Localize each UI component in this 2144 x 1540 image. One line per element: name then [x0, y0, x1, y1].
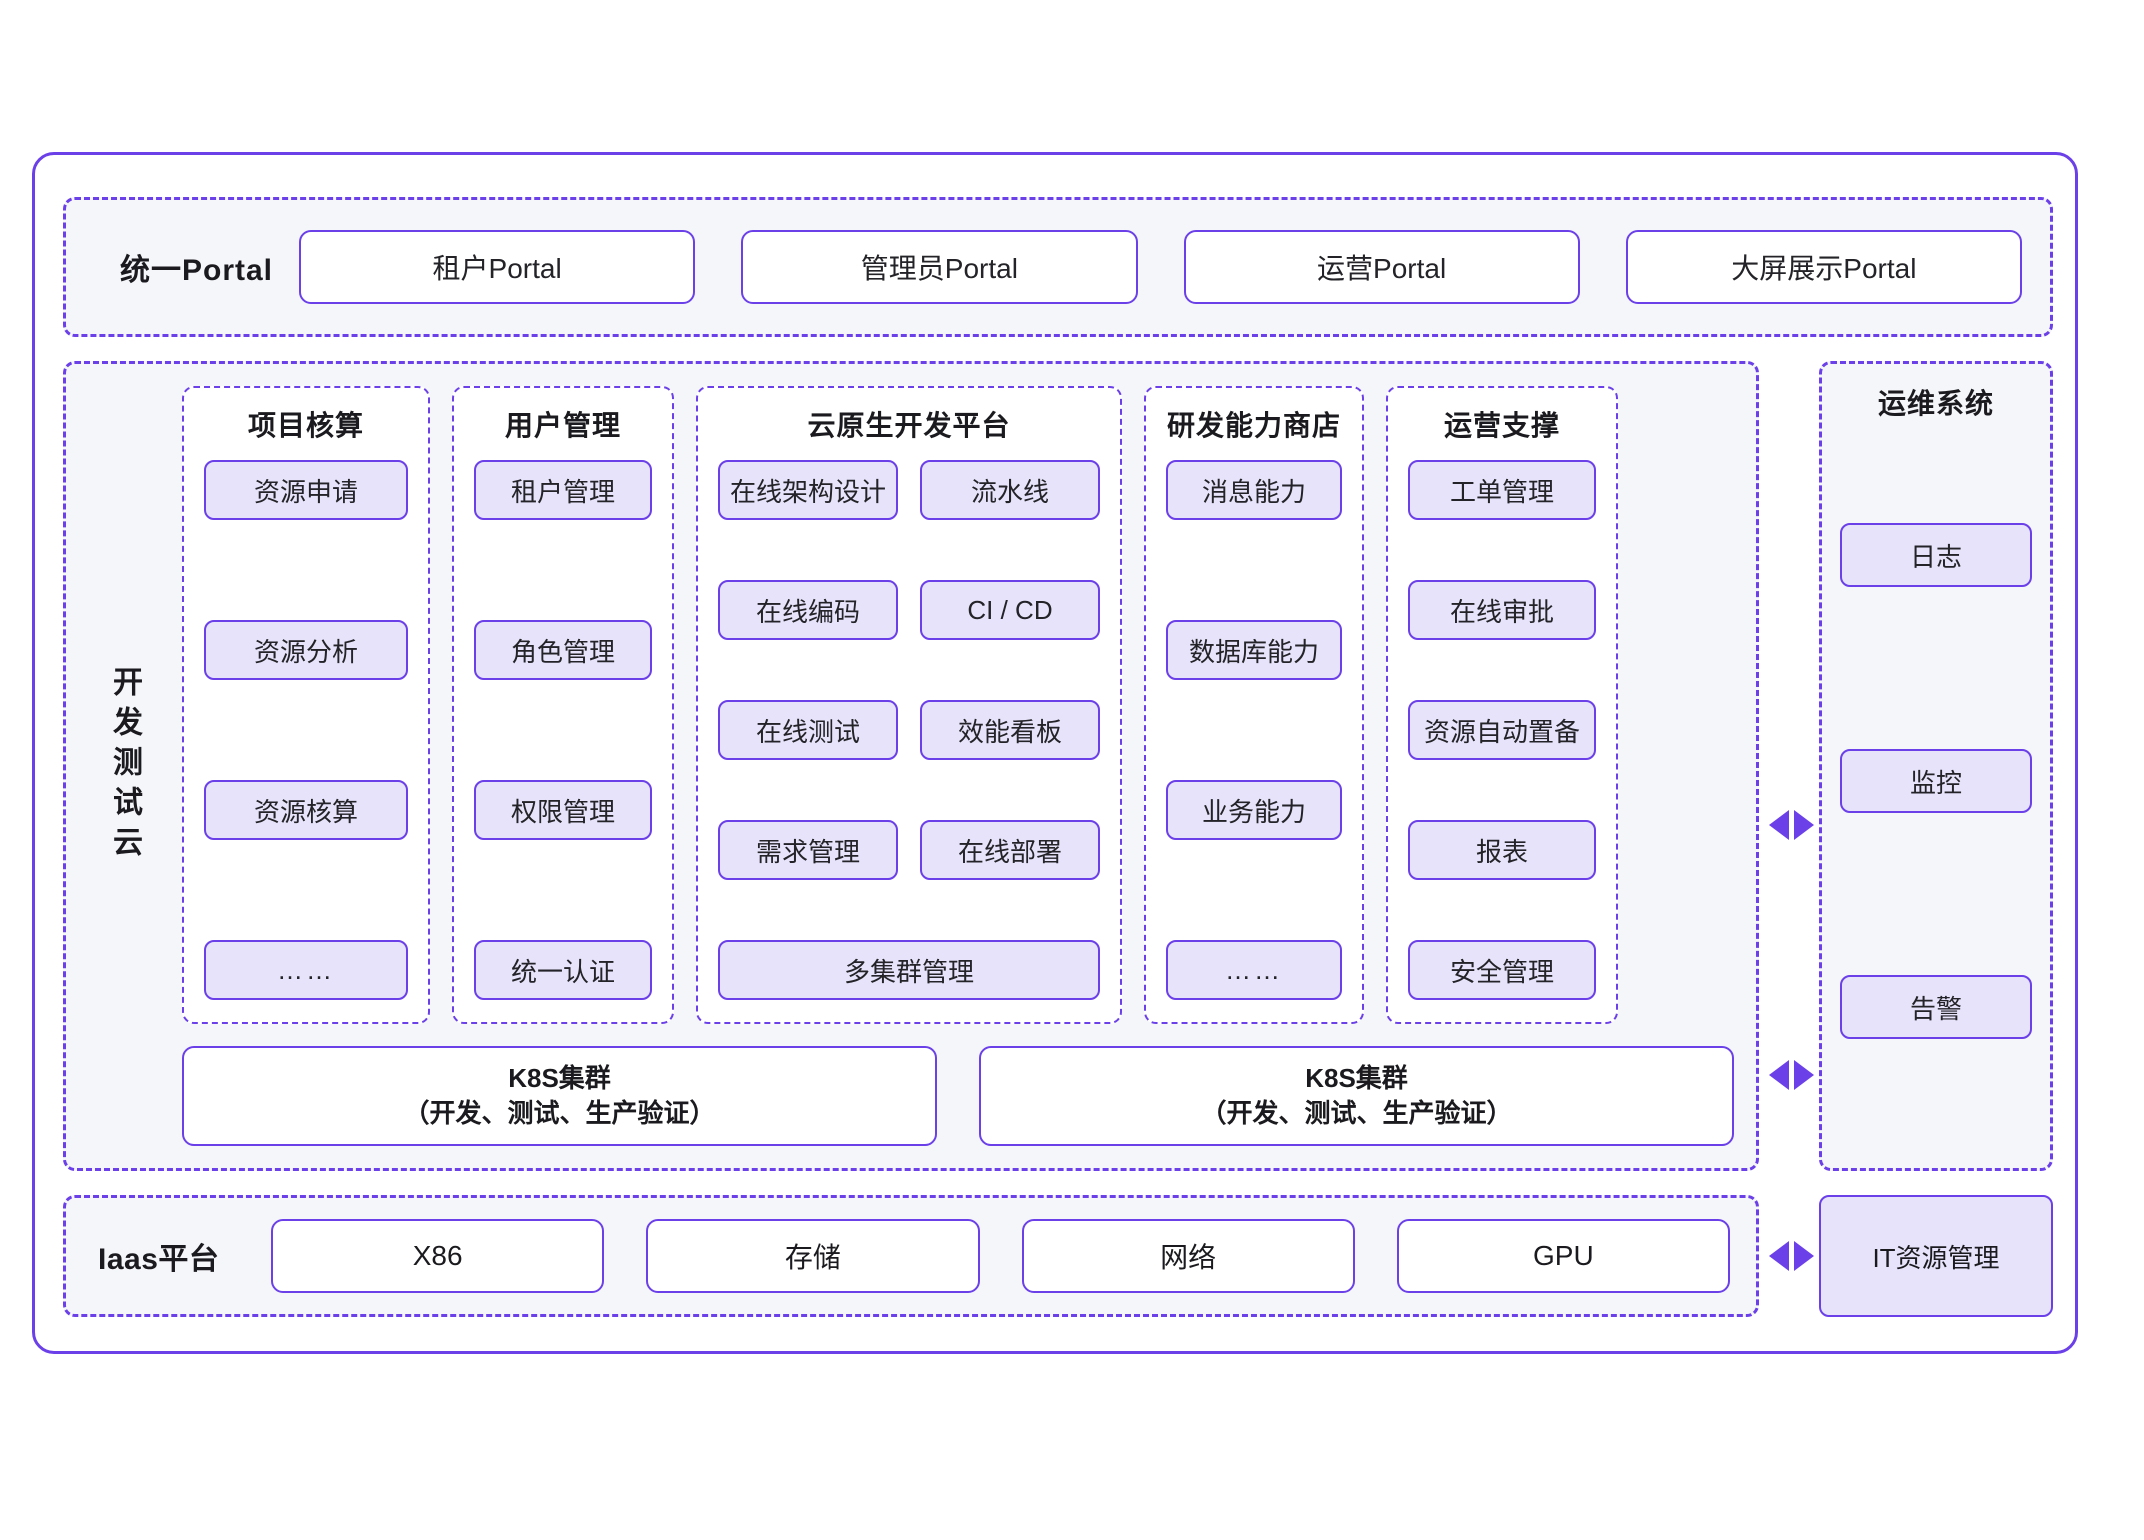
iaas-platform-section: Iaas平台 X86 存储 网络 GPU: [63, 1195, 1759, 1317]
cloud-platform-row-1: 在线架构设计 流水线: [718, 460, 1100, 520]
arrow-left-icon: [1768, 1241, 1789, 1271]
it-resource-management-box[interactable]: IT资源管理: [1819, 1195, 2053, 1317]
bidirectional-arrow-ops-top: [1763, 810, 1819, 840]
group-cloud-native-platform: 云原生开发平台 在线架构设计 流水线 在线编码 CI / CD 在线测试 效能看: [696, 386, 1122, 1024]
portal-card-operations[interactable]: 运营Portal: [1183, 230, 1580, 304]
group-title-capability-store: 研发能力商店: [1166, 410, 1341, 441]
portal-card-admin[interactable]: 管理员Portal: [741, 230, 1138, 304]
group-items-operation-support: 工单管理 在线审批 资源自动置备 报表 安全管理: [1408, 460, 1596, 1000]
ops-system-items: 日志 监控 告警: [1840, 432, 2032, 1142]
pill-resource-analysis[interactable]: 资源分析: [204, 620, 408, 680]
group-capability-store: 研发能力商店 消息能力 数据库能力 业务能力 ……: [1144, 386, 1364, 1024]
group-title-user-management: 用户管理: [504, 410, 621, 441]
pill-project-more[interactable]: ……: [204, 940, 408, 1000]
pill-ci-cd[interactable]: CI / CD: [920, 580, 1100, 640]
group-items-capability-store: 消息能力 数据库能力 业务能力 ……: [1166, 460, 1342, 1000]
pill-resource-apply[interactable]: 资源申请: [204, 460, 408, 520]
portal-section-label: 统一Portal: [120, 254, 274, 287]
iaas-card-x86[interactable]: X86: [271, 1219, 605, 1293]
iaas-card-storage[interactable]: 存储: [646, 1219, 980, 1293]
pill-role-management[interactable]: 角色管理: [474, 620, 652, 680]
iaas-card-row: X86 存储 网络 GPU: [271, 1219, 1730, 1293]
pill-business-capability[interactable]: 业务能力: [1166, 780, 1342, 840]
pill-online-testing[interactable]: 在线测试: [718, 700, 898, 760]
k8s-cluster-1-title: K8S集群: [508, 1062, 611, 1093]
k8s-cluster-card-2[interactable]: K8S集群 （开发、测试、生产验证）: [979, 1046, 1734, 1146]
iaas-platform-label: Iaas平台: [98, 1243, 220, 1276]
pill-report[interactable]: 报表: [1408, 820, 1596, 880]
pill-monitoring[interactable]: 监控: [1840, 749, 2032, 813]
cloud-platform-row-4: 需求管理 在线部署: [718, 820, 1100, 880]
group-items-cloud-native-platform: 在线架构设计 流水线 在线编码 CI / CD 在线测试 效能看板 需求管理: [718, 460, 1100, 1000]
devtest-cloud-label: 开发测试云: [108, 666, 141, 866]
k8s-cluster-2-subtitle: （开发、测试、生产验证）: [1200, 1098, 1513, 1128]
cloud-platform-row-5: 多集群管理: [718, 940, 1100, 1000]
pill-permission-management[interactable]: 权限管理: [474, 780, 652, 840]
iaas-card-network[interactable]: 网络: [1021, 1219, 1355, 1293]
group-title-project-accounting: 项目核算: [247, 410, 364, 441]
pill-auto-resource-provisioning[interactable]: 资源自动置备: [1408, 700, 1596, 760]
pill-online-approval[interactable]: 在线审批: [1408, 580, 1596, 640]
pill-database-capability[interactable]: 数据库能力: [1166, 620, 1342, 680]
portal-card-bigscreen[interactable]: 大屏展示Portal: [1625, 230, 2022, 304]
bidirectional-arrow-iaas: [1763, 1241, 1819, 1271]
pill-tenant-management[interactable]: 租户管理: [474, 460, 652, 520]
pill-security-management[interactable]: 安全管理: [1408, 940, 1596, 1000]
group-title-operation-support: 运营支撑: [1443, 410, 1560, 441]
group-title-cloud-native-platform: 云原生开发平台: [807, 410, 1011, 441]
pill-requirement-management[interactable]: 需求管理: [718, 820, 898, 880]
k8s-cluster-2-title: K8S集群: [1305, 1062, 1408, 1093]
devtest-cloud-body: 项目核算 资源申请 资源分析 资源核算 …… 用户管理 租户管理 角色管理 权限…: [182, 364, 1756, 1168]
arrow-right-icon: [1793, 1241, 1814, 1271]
architecture-diagram-frame: 统一Portal 租户Portal 管理员Portal 运营Portal 大屏展…: [32, 152, 2078, 1354]
group-operation-support: 运营支撑 工单管理 在线审批 资源自动置备 报表 安全管理: [1386, 386, 1618, 1024]
pill-online-architecture-design[interactable]: 在线架构设计: [718, 460, 898, 520]
portal-card-tenant[interactable]: 租户Portal: [299, 230, 696, 304]
group-items-project-accounting: 资源申请 资源分析 资源核算 ……: [204, 460, 408, 1000]
pill-log[interactable]: 日志: [1840, 523, 2032, 587]
pill-online-coding[interactable]: 在线编码: [718, 580, 898, 640]
pill-unified-auth[interactable]: 统一认证: [474, 940, 652, 1000]
ops-system-title: 运维系统: [1877, 388, 1994, 419]
k8s-cluster-row: K8S集群 （开发、测试、生产验证） K8S集群 （开发、测试、生产验证）: [182, 1046, 1736, 1146]
capability-group-row: 项目核算 资源申请 资源分析 资源核算 …… 用户管理 租户管理 角色管理 权限…: [182, 386, 1736, 1024]
pill-resource-accounting[interactable]: 资源核算: [204, 780, 408, 840]
arrow-right-icon: [1793, 810, 1814, 840]
pill-online-deployment[interactable]: 在线部署: [920, 820, 1100, 880]
group-user-management: 用户管理 租户管理 角色管理 权限管理 统一认证: [452, 386, 674, 1024]
k8s-cluster-card-1[interactable]: K8S集群 （开发、测试、生产验证）: [182, 1046, 937, 1146]
k8s-cluster-1-subtitle: （开发、测试、生产验证）: [403, 1098, 716, 1128]
pill-ticket-management[interactable]: 工单管理: [1408, 460, 1596, 520]
pill-alarm[interactable]: 告警: [1840, 975, 2032, 1039]
cloud-platform-row-3: 在线测试 效能看板: [718, 700, 1100, 760]
pill-message-capability[interactable]: 消息能力: [1166, 460, 1342, 520]
pill-pipeline[interactable]: 流水线: [920, 460, 1100, 520]
cloud-platform-row-2: 在线编码 CI / CD: [718, 580, 1100, 640]
group-project-accounting: 项目核算 资源申请 资源分析 资源核算 ……: [182, 386, 430, 1024]
group-items-user-management: 租户管理 角色管理 权限管理 统一认证: [474, 460, 652, 1000]
arrow-left-icon: [1768, 810, 1789, 840]
pill-efficiency-dashboard[interactable]: 效能看板: [920, 700, 1100, 760]
arrow-right-icon: [1793, 1060, 1814, 1090]
arrow-left-icon: [1768, 1060, 1789, 1090]
devtest-cloud-section: 开发测试云 项目核算 资源申请 资源分析 资源核算 …… 用户管理: [63, 361, 1759, 1171]
ops-system-section: 运维系统 日志 监控 告警: [1819, 361, 2053, 1171]
iaas-card-gpu[interactable]: GPU: [1396, 1219, 1730, 1293]
pill-multi-cluster-management[interactable]: 多集群管理: [718, 940, 1100, 1000]
portal-section: 统一Portal 租户Portal 管理员Portal 运营Portal 大屏展…: [63, 197, 2053, 337]
portal-card-row: 租户Portal 管理员Portal 运营Portal 大屏展示Portal: [299, 230, 2022, 304]
pill-capability-more[interactable]: ……: [1166, 940, 1342, 1000]
bidirectional-arrow-ops-bottom: [1763, 1060, 1819, 1090]
